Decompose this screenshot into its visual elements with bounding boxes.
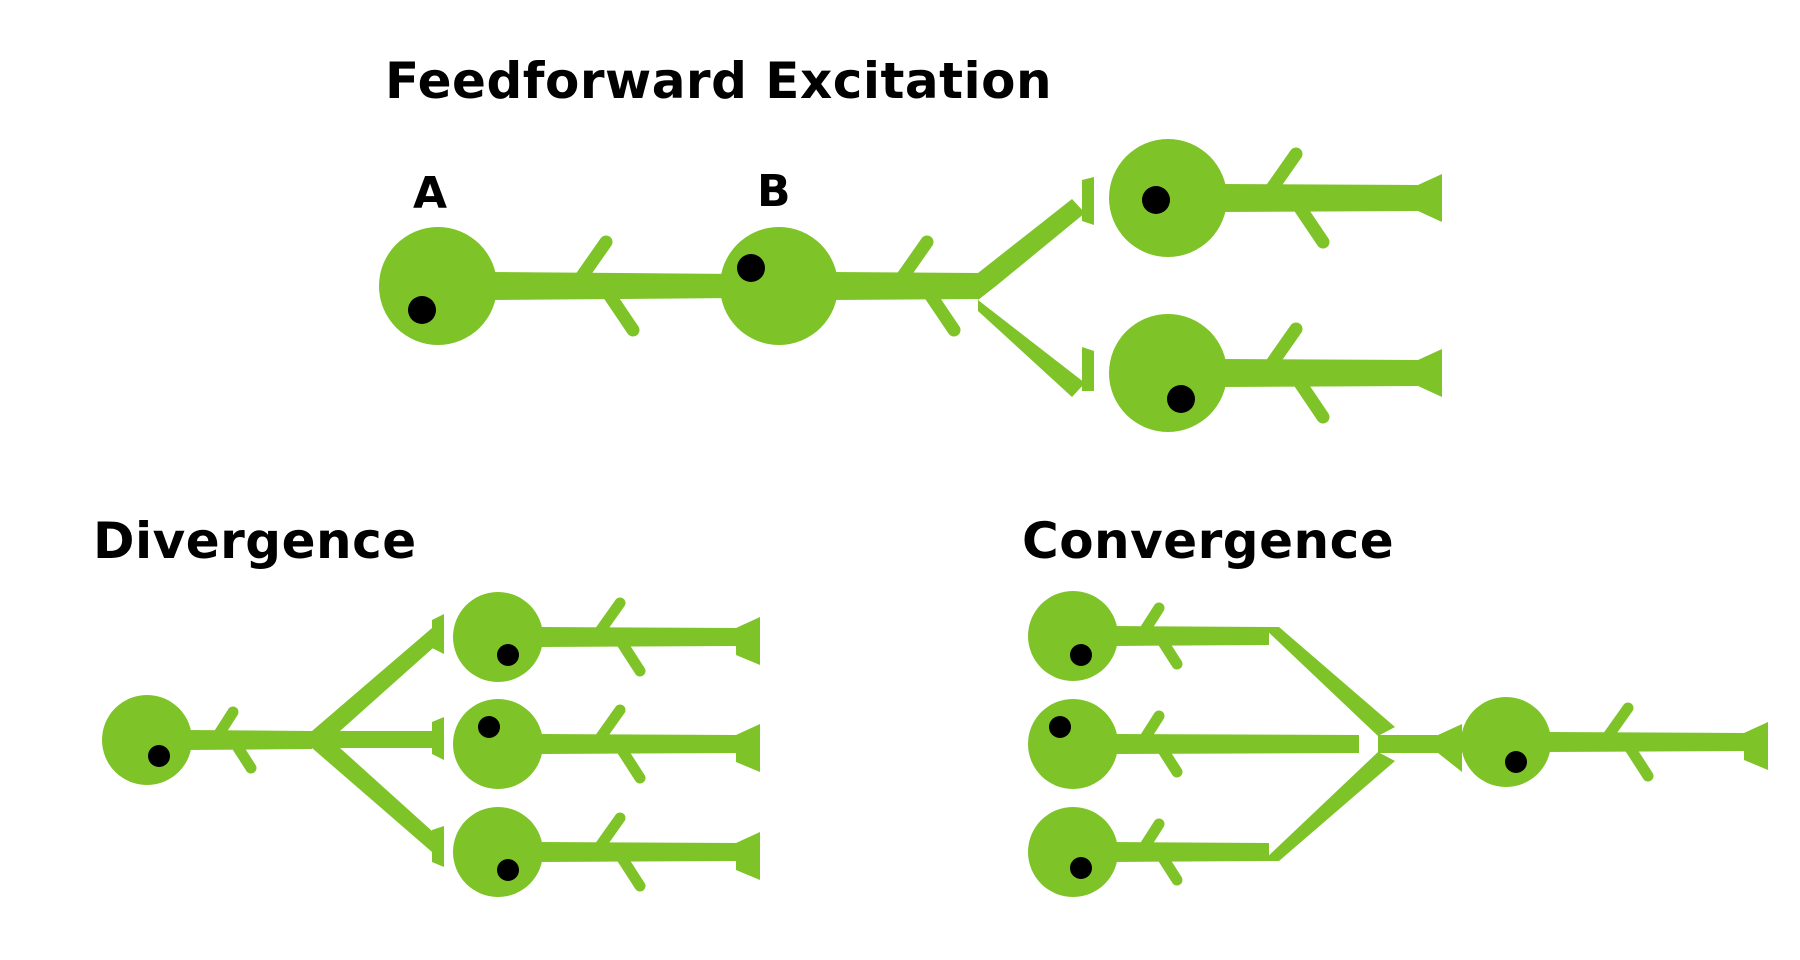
feedforward-group (379, 139, 1442, 432)
divergence-group (102, 592, 760, 897)
neuron-a-label: A (413, 168, 448, 219)
convergence-axon-merge (1263, 627, 1462, 861)
divergence-axon-branch (312, 614, 444, 867)
convergence-target-nucleus (1505, 751, 1527, 773)
target-neuron-top-nucleus (1142, 186, 1170, 214)
neuron-b (720, 227, 979, 345)
divergence-source-neuron (102, 695, 312, 785)
target-neuron-top (1109, 139, 1442, 257)
divergence-target-middle-nucleus (478, 716, 500, 738)
divergence-title: Divergence (93, 512, 417, 570)
divergence-target-middle (453, 699, 760, 789)
target-neuron-bottom-nucleus (1167, 385, 1195, 413)
divergence-target-top (453, 592, 760, 682)
neuron-a (379, 227, 768, 345)
target-neuron-bottom (1109, 314, 1442, 432)
convergence-group (1028, 591, 1768, 897)
convergence-source-top (1028, 591, 1269, 681)
convergence-source-bottom (1028, 807, 1269, 897)
neuron-a-nucleus (408, 296, 436, 324)
divergence-target-bottom (453, 807, 760, 897)
divergence-source-nucleus (148, 745, 170, 767)
convergence-source-bottom-nucleus (1070, 857, 1092, 879)
feedforward-title: Feedforward Excitation (385, 52, 1053, 110)
neuron-b-label: B (757, 166, 792, 217)
convergence-source-middle (1028, 699, 1359, 789)
convergence-source-middle-nucleus (1049, 716, 1071, 738)
neuron-b-nucleus (737, 254, 765, 282)
convergence-title: Convergence (1022, 512, 1395, 570)
neuron-b-axon-branch (978, 177, 1094, 397)
convergence-target-neuron (1461, 697, 1768, 787)
divergence-target-top-nucleus (497, 644, 519, 666)
divergence-target-bottom-nucleus (497, 859, 519, 881)
convergence-source-top-nucleus (1070, 644, 1092, 666)
